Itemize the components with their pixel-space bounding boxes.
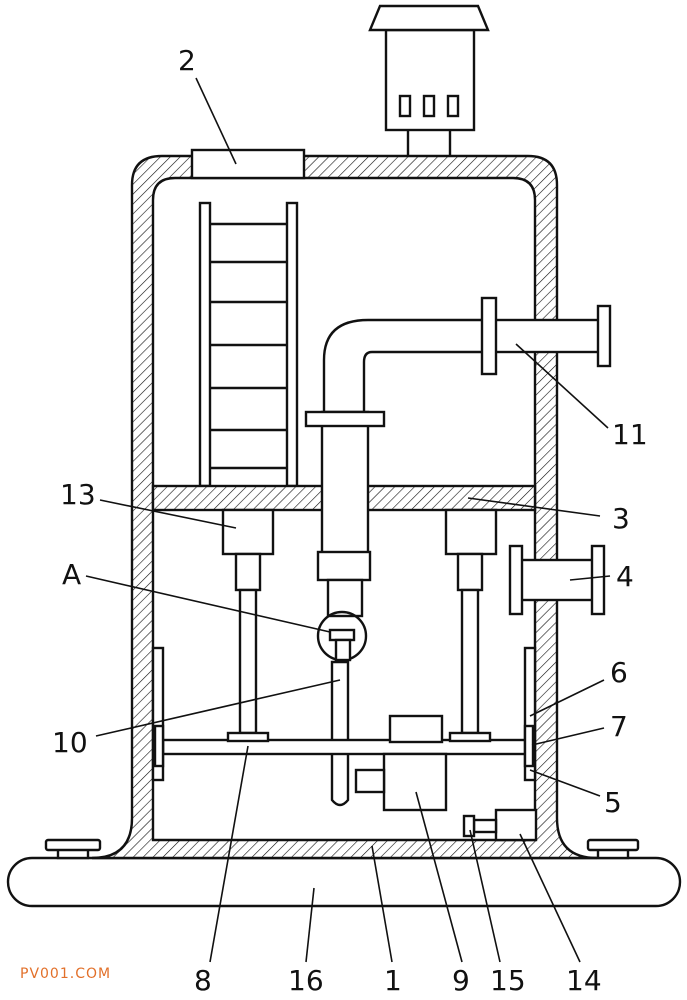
side-port (508, 544, 606, 616)
label-5: 5 (604, 786, 622, 819)
outlet-pipe (304, 296, 612, 618)
shaft (330, 660, 350, 807)
control-box (462, 808, 538, 842)
label-4: 4 (616, 560, 634, 593)
top-inlet (190, 148, 306, 180)
detail-circle-a (316, 610, 368, 662)
label-6: 6 (610, 656, 628, 689)
motor (354, 714, 448, 812)
callout-labels: 2 13 A 10 11 3 4 6 7 5 8 16 1 9 15 14 (52, 44, 648, 997)
label-13: 13 (60, 478, 96, 511)
base-plate (6, 856, 682, 908)
label-9: 9 (452, 964, 470, 997)
label-3: 3 (612, 502, 630, 535)
ladder (198, 201, 299, 488)
label-2: 2 (178, 44, 196, 77)
cylinder-left (221, 508, 275, 735)
guide-left (151, 646, 165, 782)
label-7: 7 (610, 710, 628, 743)
cylinder-right (444, 508, 498, 735)
label-1: 1 (384, 964, 402, 997)
label-10: 10 (52, 726, 88, 759)
label-16: 16 (288, 964, 324, 997)
watermark: PV001.COM (20, 966, 111, 982)
label-8: 8 (194, 964, 212, 997)
leader-lines (85, 77, 611, 963)
label-a: A (62, 558, 81, 591)
foot-left (44, 838, 102, 860)
vent-cap (368, 4, 490, 156)
foot-right (586, 838, 640, 860)
label-14: 14 (566, 964, 602, 997)
label-15: 15 (490, 964, 526, 997)
label-11: 11 (612, 418, 648, 451)
